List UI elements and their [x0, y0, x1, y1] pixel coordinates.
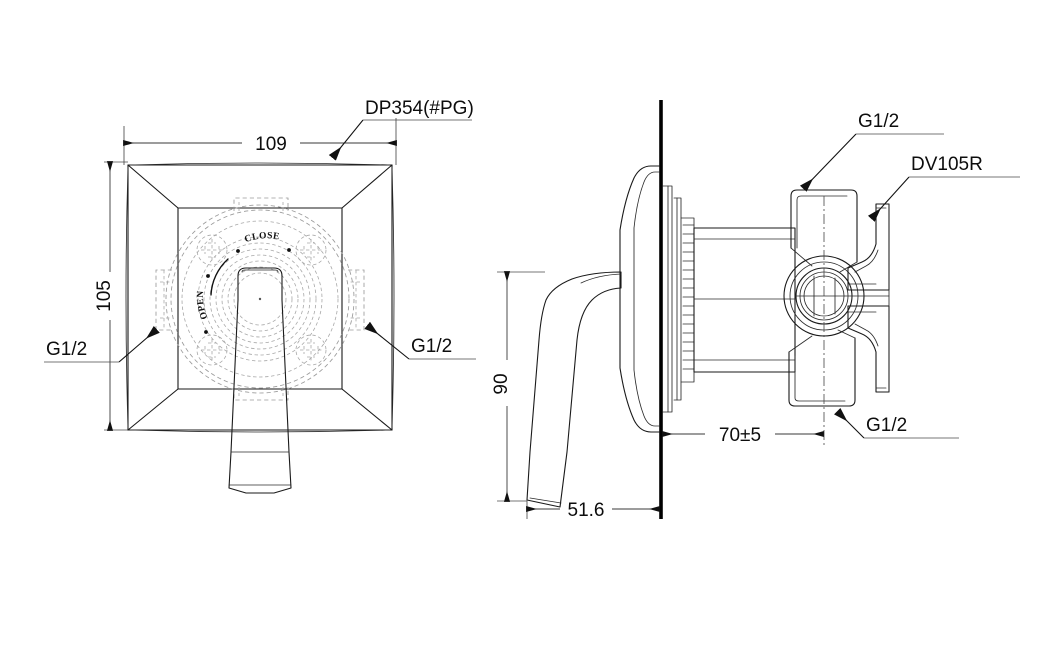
tick-dot-close-right — [287, 248, 291, 252]
knob-indicator-group: CLOSE OPEN — [196, 231, 291, 334]
side-threaded-stem — [680, 217, 695, 383]
dimension-109-text: 109 — [255, 134, 287, 155]
label-dp354-text: DP354(#PG) — [365, 98, 474, 119]
side-mounting-bracket — [847, 203, 890, 393]
dimension-width-109: 109 — [123, 134, 397, 155]
dimension-516-text: 51.6 — [568, 500, 605, 521]
callout-g12-side-bottom: G1/2 — [834, 408, 959, 439]
side-elevation-group: 90 51.6 70±5 G1/2 DV105R G1 — [491, 100, 1020, 521]
front-centre-mark — [258, 297, 262, 301]
callout-dv105r: DV105R — [867, 154, 1020, 222]
hidden-screw-top-right — [295, 234, 327, 266]
label-dv105r-text: DV105R — [911, 154, 983, 175]
dimension-projection-516: 51.6 — [526, 500, 660, 521]
front-hidden-internals — [155, 197, 365, 401]
hidden-screw-bottom-right — [295, 334, 327, 366]
label-g12-side-top-text: G1/2 — [858, 111, 899, 132]
callout-g12-front-left: G1/2 — [44, 325, 160, 363]
callout-dp354: DP354(#PG) — [328, 98, 474, 161]
callout-g12-front-right: G1/2 — [364, 321, 476, 360]
callout-g12-side-top: G1/2 — [799, 111, 944, 192]
front-elevation-group: 109 105 — [44, 98, 476, 494]
dimension-height-105: 105 — [94, 161, 115, 431]
side-mounting-rings — [662, 185, 682, 413]
tick-dot-open-bottom — [204, 330, 208, 334]
dimension-90-text: 90 — [491, 373, 512, 394]
hidden-screw-bottom-left — [196, 334, 228, 366]
dimension-70pm5-text: 70±5 — [719, 425, 761, 446]
tick-dot-open-top — [206, 274, 210, 278]
label-g12-front-right-text: G1/2 — [411, 336, 452, 357]
dimension-height-90: 90 — [491, 271, 545, 502]
side-inlet-lower — [788, 329, 856, 407]
side-valve-body — [693, 227, 796, 373]
side-lever-handle — [526, 271, 622, 508]
side-inlet-upper — [790, 189, 858, 273]
hidden-screw-top-left — [196, 234, 228, 266]
front-lever-handle — [228, 267, 292, 494]
dimension-depth-70pm5: 70±5 — [662, 425, 824, 446]
label-g12-front-left-text: G1/2 — [46, 339, 87, 360]
label-g12-side-bottom-text: G1/2 — [866, 415, 907, 436]
front-face-plate — [125, 162, 395, 433]
side-cover-plate — [619, 165, 660, 433]
tick-dot-close-left — [236, 249, 240, 253]
dimension-105-text: 105 — [94, 280, 115, 312]
